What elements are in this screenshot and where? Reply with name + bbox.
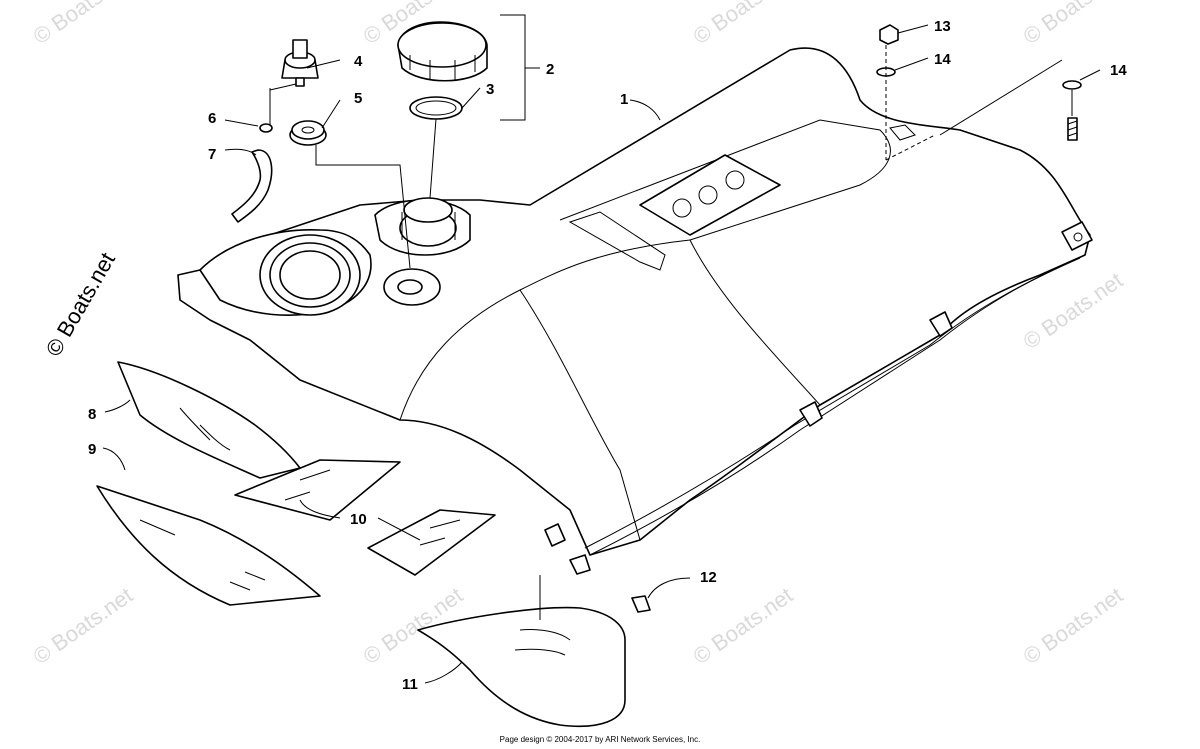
shield-part-8[interactable] xyxy=(117,361,301,479)
watermark: © Boats.net xyxy=(689,0,798,49)
side-watermark: © Boats.net xyxy=(41,248,120,360)
pad-part-10-upper[interactable] xyxy=(234,459,401,521)
watermark: © Boats.net xyxy=(29,582,138,669)
callout-8: 8 xyxy=(88,406,96,423)
watermark: © Boats.net xyxy=(689,582,798,669)
callout-1: 1 xyxy=(620,91,628,108)
callout-13: 13 xyxy=(934,18,951,35)
grommet-part-5[interactable] xyxy=(289,120,327,146)
callout-10: 10 xyxy=(350,511,367,528)
callout-7: 7 xyxy=(208,146,216,163)
callout-11: 11 xyxy=(402,676,418,693)
fuel-tank-part-1[interactable] xyxy=(177,47,1093,575)
valve-part-4[interactable] xyxy=(281,39,319,87)
shield-part-11[interactable] xyxy=(417,606,626,728)
callout-9: 9 xyxy=(88,441,96,458)
callout-14: 14 xyxy=(934,51,951,68)
page-footer: Page design © 2004-2017 by ARI Network S… xyxy=(499,735,701,744)
gasket-part-3[interactable] xyxy=(409,96,463,120)
washer-part-14-right[interactable] xyxy=(1062,80,1082,90)
callout-12: 12 xyxy=(700,569,717,586)
nut-part-13[interactable] xyxy=(879,24,899,45)
pad-part-10-lower[interactable] xyxy=(367,509,496,576)
shield-part-9[interactable] xyxy=(96,485,321,606)
fuel-cap-part-2[interactable] xyxy=(397,21,488,82)
bolt-part-14-right[interactable] xyxy=(1067,117,1078,141)
watermark: © Boats.net xyxy=(1019,267,1128,354)
hose-part-7[interactable] xyxy=(231,149,273,223)
clip-part-12[interactable] xyxy=(631,595,651,613)
leader-lines xyxy=(102,14,1101,684)
watermark: © Boats.net xyxy=(29,0,138,49)
watermark: © Boats.net xyxy=(1019,582,1128,669)
callout-2: 2 xyxy=(546,61,554,78)
callout-5: 5 xyxy=(354,90,362,107)
callout-6: 6 xyxy=(208,110,216,127)
callout-14: 14 xyxy=(1110,62,1127,79)
clamp-part-6[interactable] xyxy=(259,123,273,133)
callout-labels: 1 2 3 4 5 6 7 8 9 10 11 12 13 14 14 xyxy=(88,18,1127,693)
watermark: © Boats.net xyxy=(1019,0,1128,49)
callout-4: 4 xyxy=(354,53,363,70)
callout-3: 3 xyxy=(486,81,494,98)
